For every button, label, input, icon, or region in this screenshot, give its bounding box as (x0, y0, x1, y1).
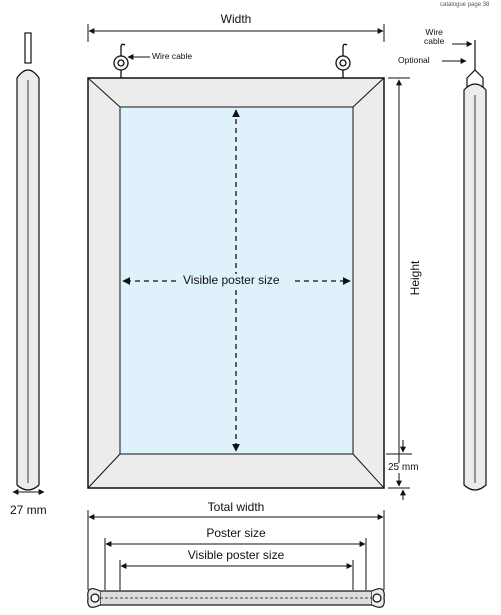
left-side-profile (16, 32, 40, 491)
total-width-label: Total width (207, 500, 265, 514)
right-side-profile (463, 40, 487, 491)
visible-poster-size-bottom-label: Visible poster size (187, 548, 285, 562)
hook-right (335, 43, 351, 78)
wire-cable-label: Wire cable (152, 51, 193, 61)
height-label: Height (408, 258, 422, 298)
optional-label: Optional (398, 55, 430, 65)
width-label: Width (220, 12, 252, 26)
profile-depth-label: 27 mm (10, 503, 47, 517)
side-wire-cable-label: Wire cable (424, 27, 445, 46)
bottom-profile (87, 588, 385, 608)
poster-size-label: Poster size (206, 526, 266, 540)
catalogue-ref: catalogue page 38 (440, 2, 490, 8)
visible-poster-size-label: Visible poster size (180, 274, 283, 286)
border-width-label: 25 mm (388, 462, 419, 473)
hook-left (113, 43, 129, 78)
